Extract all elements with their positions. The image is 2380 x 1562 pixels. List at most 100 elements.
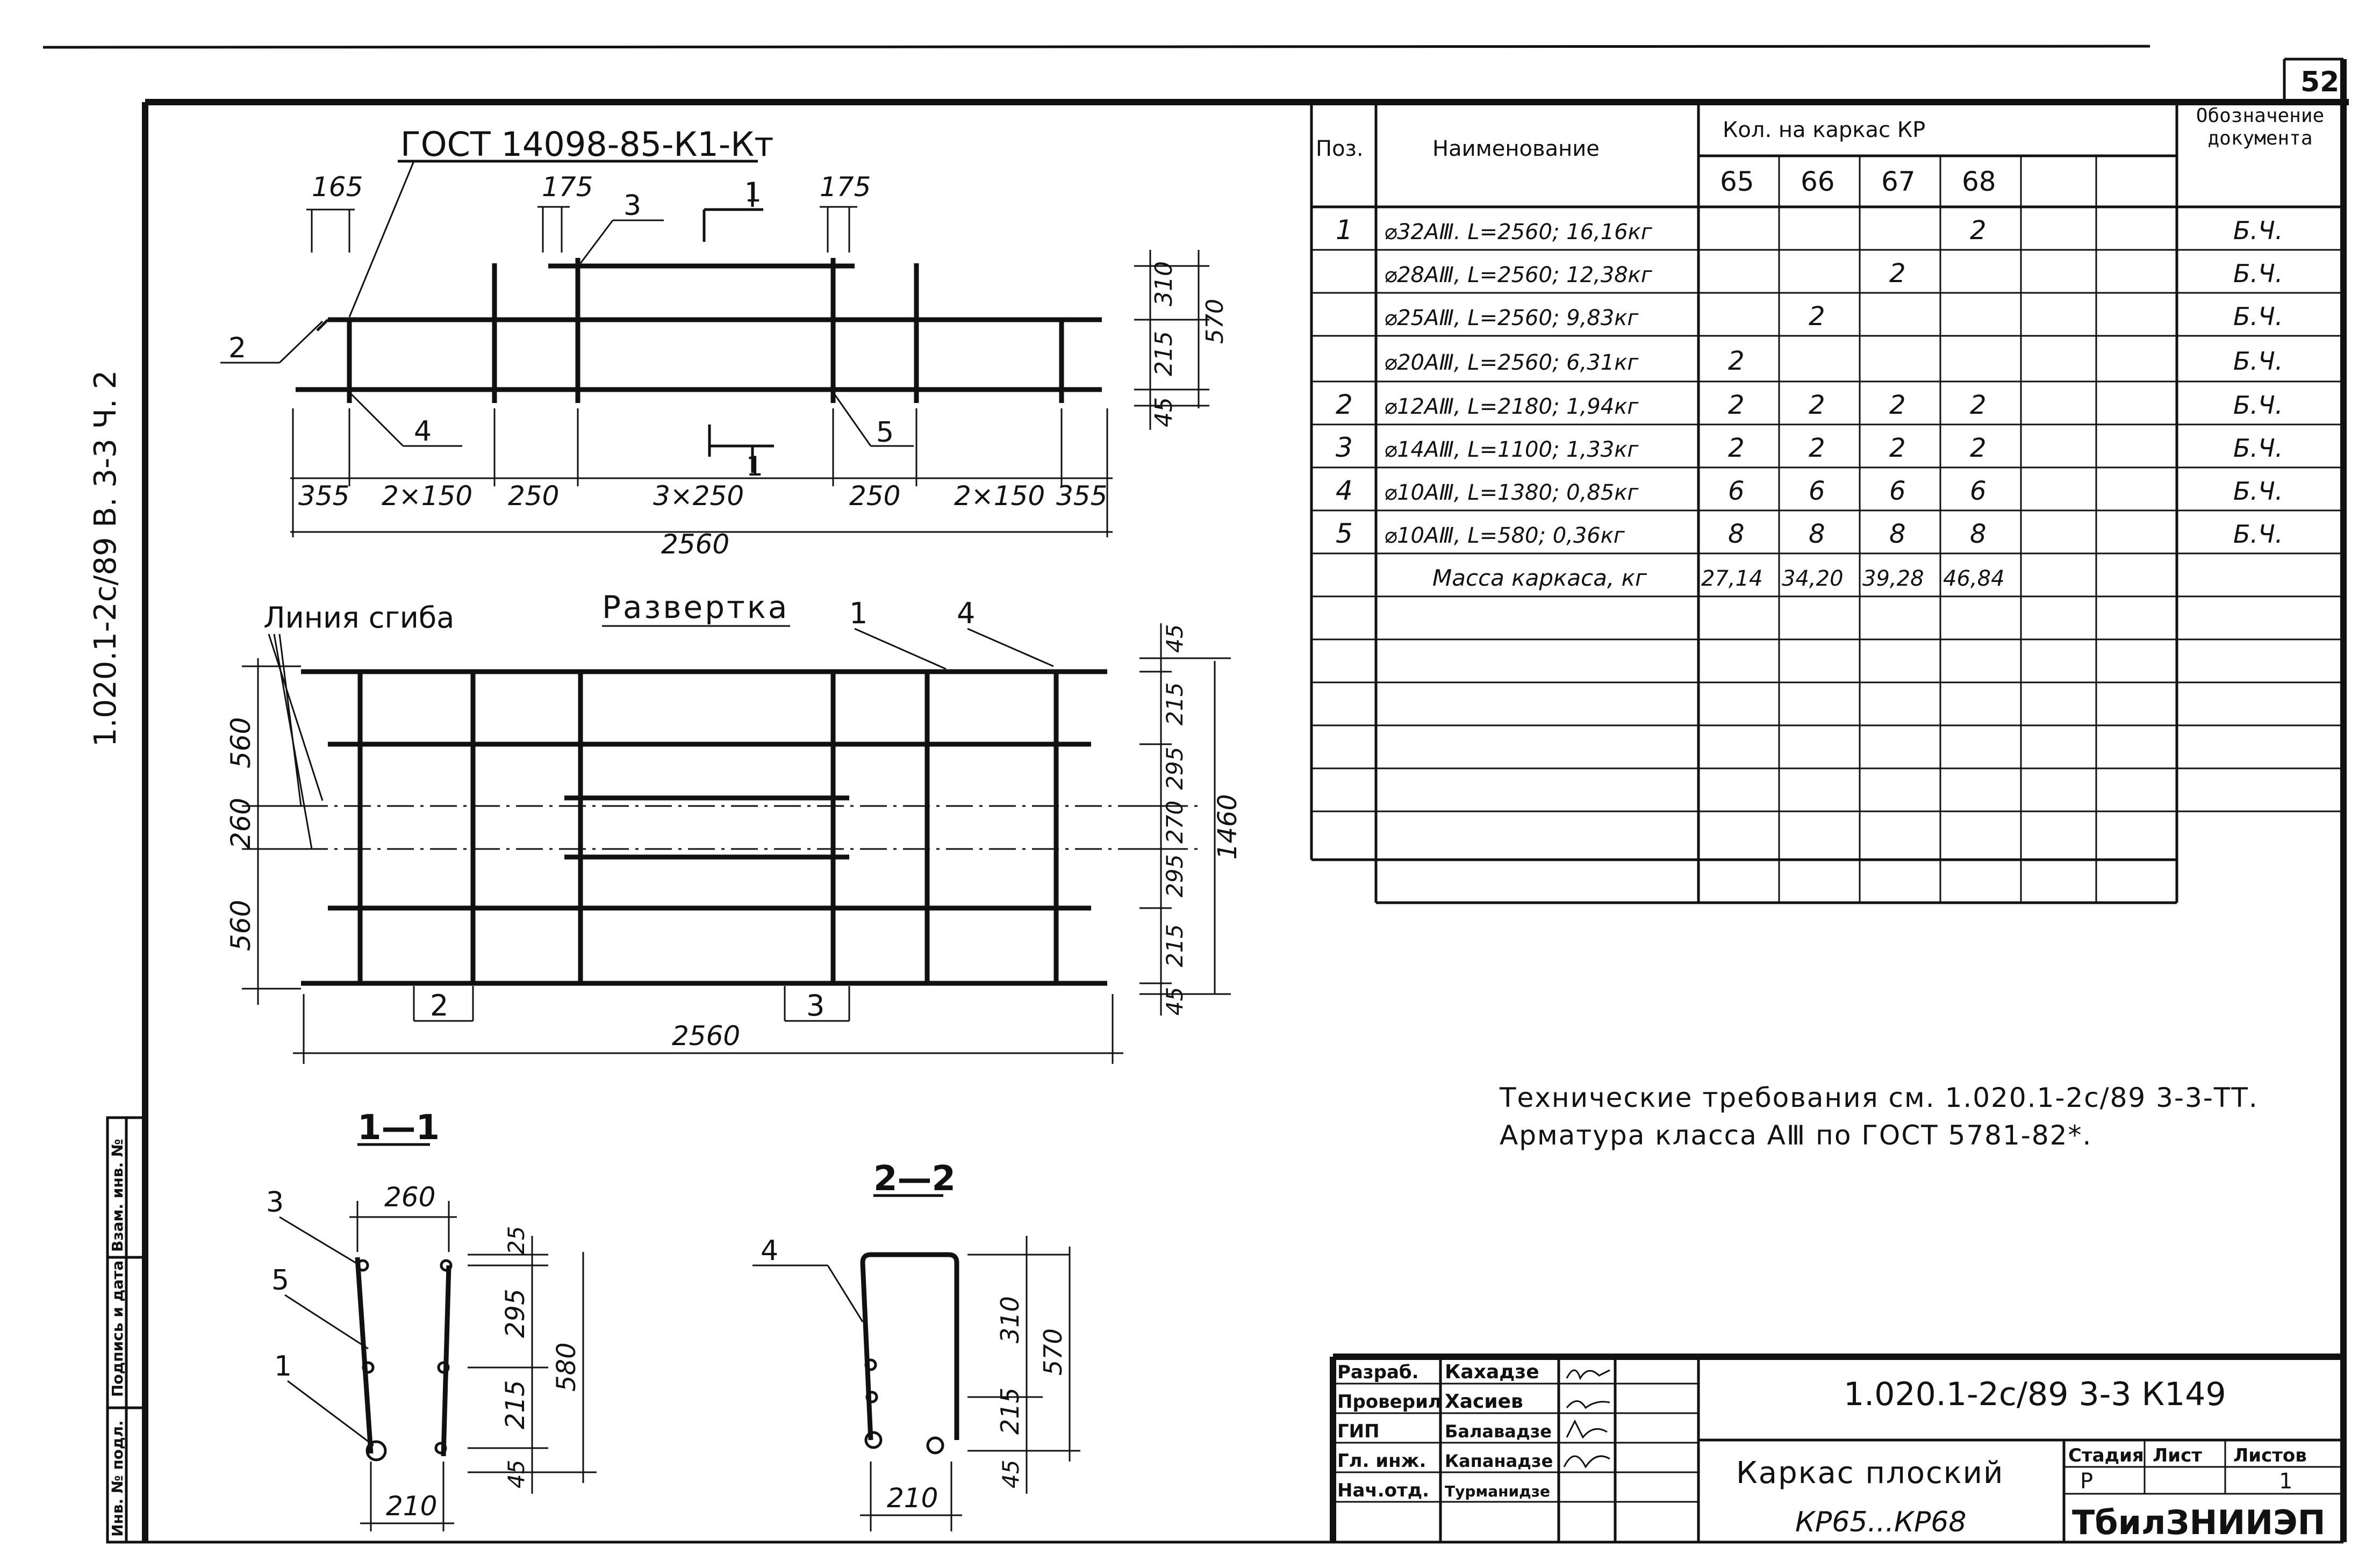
stamp-replaced: Взам. инв. № <box>109 1139 126 1252</box>
role-developer: Разраб. <box>1337 1362 1419 1383</box>
section-1-1-callout-5: 5 <box>271 1264 289 1297</box>
stage-value: Р <box>2080 1469 2093 1494</box>
person-chief-engineer: Капанадзе <box>1445 1451 1553 1471</box>
unfold-dim-560-a: 560 <box>225 717 256 768</box>
th-document: Обозначение документа <box>2196 105 2325 149</box>
note-1: Технические требования см. 1.020.1-2с/89… <box>1499 1082 2259 1113</box>
section-2-2-title: 2—2 <box>873 1159 956 1199</box>
title-line1: Каркас плоский <box>1736 1456 2004 1491</box>
row9-name: Масса каркаса, кг <box>1432 565 1647 591</box>
section-1-1-overall: 580 <box>551 1342 582 1392</box>
unfold-dim-215-a: 215 <box>1162 682 1188 725</box>
row5-name: ⌀12АⅢ, L=2180; 1,94кг <box>1384 394 1639 419</box>
row8-doc: Б.Ч. <box>2233 520 2283 549</box>
th-name: Наименование <box>1432 136 1600 161</box>
title-block: Разраб. Проверил ГИП Гл. инж. Нач.отд. К… <box>1330 1354 2343 1542</box>
row9-q67: 39,28 <box>1862 566 1924 591</box>
section-2-2-bottom-dim: 210 <box>887 1482 938 1514</box>
unfold-dim-1460: 1460 <box>1213 794 1243 860</box>
main-drawing: ГОСТ 14098-85-К1-Кт 165 175 175 <box>220 125 1229 560</box>
row5-q65: 2 <box>1728 390 1745 420</box>
stamp-inventory: Инв. № подл. <box>109 1420 126 1537</box>
dim-2x150-a: 2×150 <box>382 480 472 512</box>
sheets-label: Листов <box>2233 1445 2307 1466</box>
dim-45: 45 <box>1150 397 1178 427</box>
row8-name: ⌀10АⅢ, L=580; 0,36кг <box>1384 523 1625 548</box>
row5-q66: 2 <box>1809 390 1825 420</box>
unfold-callout-1: 1 <box>849 596 868 630</box>
stage-label: Стадия <box>2068 1445 2144 1466</box>
unfold-dim-45-a: 45 <box>1162 624 1188 653</box>
section-1-1-bottom-dim: 210 <box>386 1491 437 1522</box>
section-2-2: 2—2 4 310 215 45 570 210 <box>752 1159 1080 1531</box>
unfold-title: Развертка <box>602 589 789 625</box>
gost-label: ГОСТ 14098-85-К1-Кт <box>400 125 773 164</box>
unfold-dim-total: 2560 <box>672 1020 740 1052</box>
dim-3x250: 3×250 <box>653 480 744 512</box>
title-line2: КР65...КР68 <box>1795 1506 1966 1538</box>
dim-175-b: 175 <box>820 171 871 203</box>
section-1-1-dim-25: 25 <box>503 1226 529 1255</box>
designation: 1.020.1-2с/89 3-3 К149 <box>1844 1376 2226 1413</box>
organization: ТбилЗНИИЭП <box>2072 1503 2326 1542</box>
note-2: Арматура класса АⅢ по ГОСТ 5781-82*. <box>1500 1120 2092 1151</box>
dim-355-b: 355 <box>1056 480 1107 512</box>
row9-q65: 27,14 <box>1701 566 1763 591</box>
fold-line-label: Линия сгиба <box>263 601 454 635</box>
row6-q66: 2 <box>1809 433 1825 463</box>
role-gip: ГИП <box>1337 1421 1380 1442</box>
person-gip: Балавадзе <box>1445 1421 1552 1442</box>
row7-doc: Б.Ч. <box>2233 477 2283 506</box>
unfold-dim-295-a: 295 <box>1162 747 1188 790</box>
person-developer: Кахадзе <box>1445 1361 1539 1383</box>
row6-doc: Б.Ч. <box>2233 434 2283 463</box>
row3-doc: Б.Ч. <box>2233 302 2283 331</box>
row1-name: ⌀32АⅢ. L=2560; 16,16кг <box>1384 220 1653 244</box>
row5-pos: 2 <box>1336 389 1353 420</box>
row5-q68: 2 <box>1970 390 1987 420</box>
main-callout-4: 4 <box>414 415 432 448</box>
row8-q66: 8 <box>1809 519 1825 549</box>
dim-310: 310 <box>1150 261 1178 306</box>
row4-q65: 2 <box>1728 346 1745 376</box>
section-1-1-dim-295: 295 <box>500 1289 531 1338</box>
section-mark-bottom: 1 <box>746 451 763 482</box>
person-checker: Хасиев <box>1445 1391 1523 1413</box>
row5-q67: 2 <box>1889 390 1906 420</box>
unfold-dim-45-b: 45 <box>1162 987 1188 1016</box>
signature-chief <box>1563 1455 1610 1469</box>
row1-q68: 2 <box>1970 215 1987 246</box>
signature-checker <box>1566 1400 1610 1409</box>
dim-total-main: 2560 <box>661 529 729 560</box>
row9-q68: 46,84 <box>1943 566 2005 591</box>
dim-250-a: 250 <box>508 480 559 512</box>
side-stamp: Взам. инв. № Подпись и дата Инв. № подл. <box>106 1116 147 1544</box>
section-1-1: 1—1 3 5 1 260 210 25 295 215 45 580 <box>266 1108 597 1531</box>
row6-q68: 2 <box>1970 433 1987 463</box>
row7-name: ⌀10АⅢ, L=1380; 0,85кг <box>1384 480 1639 505</box>
section-1-1-callout-3: 3 <box>266 1186 284 1219</box>
stirrups <box>347 258 1064 403</box>
row8-q68: 8 <box>1970 519 1987 549</box>
row2-q67: 2 <box>1889 258 1906 289</box>
row8-q65: 8 <box>1728 519 1745 549</box>
sheet-label: Лист <box>2153 1445 2202 1466</box>
sheet-number: 52 <box>2300 66 2339 98</box>
dim-175-a: 175 <box>542 171 593 203</box>
dim-250-b: 250 <box>849 480 900 512</box>
row7-pos: 4 <box>1336 475 1353 506</box>
row6-name: ⌀14АⅢ, L=1100; 1,33кг <box>1384 437 1639 462</box>
row7-q67: 6 <box>1889 476 1906 506</box>
role-checker: Проверил <box>1337 1391 1442 1413</box>
row2-name: ⌀28АⅢ, L=2560; 12,38кг <box>1384 263 1653 287</box>
section-1-1-title: 1—1 <box>357 1108 440 1148</box>
dim-570: 570 <box>1201 299 1229 344</box>
th-frame-67: 67 <box>1881 166 1916 197</box>
sheet-frame <box>42 45 2349 1544</box>
section-2-2-dim-310: 310 <box>995 1296 1024 1343</box>
unfold-drawing: Линия сгиба Развертка 1 4 560 <box>225 589 1243 1064</box>
side-label: 1.020.1-2с/89 В. 3-3 Ч. 2 <box>88 370 123 747</box>
notes: Технические требования см. 1.020.1-2с/89… <box>1499 1082 2259 1151</box>
row8-pos: 5 <box>1336 518 1353 549</box>
row2-doc: Б.Ч. <box>2233 259 2283 288</box>
